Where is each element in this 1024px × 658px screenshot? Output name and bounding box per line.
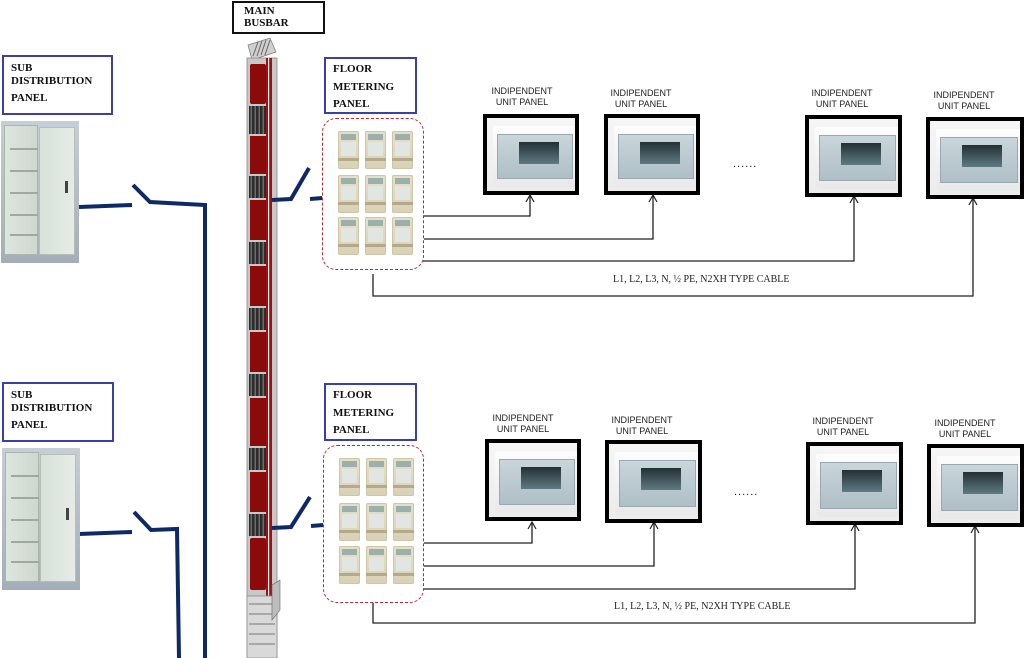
floor-2-unit-panel-2-label: INDIPENDENT UNIT PANEL (592, 415, 692, 437)
floor-2-unit-panel-4 (927, 444, 1024, 527)
floor-2-unit-panel-3 (806, 442, 903, 525)
label-line: PANEL (333, 98, 370, 111)
floor-1-cable-label: L1, L2, L3, N, ½ PE, N2XH TYPE CABLE (613, 274, 790, 285)
floor-2-unit-panel-4-label: INDIPENDENT UNIT PANEL (915, 418, 1015, 440)
energy-meter (392, 131, 413, 169)
cabinet-handle-icon (66, 508, 69, 520)
energy-meter (366, 458, 387, 496)
floor-2-sub-distribution-cabinet (2, 448, 80, 590)
floor-2-unit-panel-3-label: INDIPENDENT UNIT PANEL (793, 416, 893, 438)
energy-meter (393, 503, 414, 541)
energy-meter (339, 458, 360, 496)
energy-meter (393, 546, 414, 584)
floor-1-more-panels-ellipsis: ...... (733, 158, 758, 170)
label-line: UNIT PANEL (937, 100, 991, 111)
floor-1-unit-panel-3 (805, 115, 902, 197)
main-busbar-label-line1: MAIN (244, 5, 275, 17)
label-line: INDIPENDENT (491, 86, 553, 96)
label-line: INDIPENDENT (934, 418, 996, 428)
label-line: UNIT PANEL (615, 425, 669, 436)
floor-2-meter-group (323, 445, 424, 603)
floor-2-more-panels-ellipsis: ...... (734, 486, 759, 498)
energy-meter (366, 546, 387, 584)
energy-meter (339, 546, 360, 584)
floor-2-unit-panel-1-label: INDIPENDENT UNIT PANEL (473, 413, 573, 435)
label-line: SUB (11, 389, 33, 401)
energy-meter (338, 217, 359, 255)
floor-1-unit-panel-3-label: INDIPENDENT UNIT PANEL (792, 88, 892, 110)
label-line: DISTRIBUTION (11, 401, 93, 414)
label-line: INDIPENDENT (492, 413, 554, 423)
floor-1-arrow-heads (525, 193, 978, 206)
label-line: UNIT PANEL (495, 96, 549, 107)
label-line: PANEL (333, 424, 370, 437)
energy-meter (338, 175, 359, 213)
cabinet-handle-icon (65, 181, 68, 193)
label-line: FLOOR (333, 389, 373, 401)
label-line: INDIPENDENT (811, 88, 873, 98)
cabinet-door (39, 127, 75, 255)
busbar-bottom-end (246, 579, 281, 658)
energy-meter (339, 503, 360, 541)
floor-1-unit-panel-2 (604, 114, 700, 195)
floor-2-cable-label: L1, L2, L3, N, ½ PE, N2XH TYPE CABLE (614, 601, 791, 612)
floor-1-distribution-lines (372, 196, 974, 297)
floor-2-unit-panel-1 (485, 439, 581, 521)
main-busbar-label: MAIN BUSBAR (232, 1, 325, 34)
main-busbar-label-line2: BUSBAR (244, 17, 289, 30)
floor-1-metering-panel-label: FLOOR METERING PANEL (324, 57, 417, 114)
cabinet-body (5, 452, 39, 582)
floor-1-sub-distribution-cabinet (1, 121, 79, 263)
floor-1-unit-panel-1-label: INDIPENDENT UNIT PANEL (472, 86, 572, 108)
floor-2-sub-distribution-panel-label: SUB DISTRIBUTION PANEL (2, 382, 114, 442)
energy-meter (365, 175, 386, 213)
label-line: INDIPENDENT (611, 415, 673, 425)
busbar-segments (249, 64, 266, 590)
energy-meter (393, 458, 414, 496)
energy-meter (366, 503, 387, 541)
floor-2-metering-panel-label: FLOOR METERING PANEL (324, 383, 417, 441)
label-line: UNIT PANEL (614, 98, 668, 109)
floor-1-feeder-cable (78, 183, 207, 658)
label-line: METERING (333, 406, 395, 419)
floor-2-distribution-lines (372, 523, 976, 624)
label-line: PANEL (11, 419, 48, 432)
label-line: UNIT PANEL (938, 428, 992, 439)
energy-meter (365, 217, 386, 255)
label-line: METERING (333, 80, 395, 93)
floor-1-meter-group (322, 118, 424, 270)
label-line: UNIT PANEL (816, 426, 870, 437)
label-line: SUB (11, 62, 33, 74)
floor-1-unit-panel-4-label: INDIPENDENT UNIT PANEL (914, 90, 1014, 112)
main-busbar (246, 37, 281, 658)
energy-meter (392, 217, 413, 255)
floor-1-unit-panel-4 (926, 117, 1024, 199)
energy-meter (338, 131, 359, 169)
label-line: INDIPENDENT (610, 88, 672, 98)
cabinet-body (4, 125, 38, 255)
label-line: INDIPENDENT (812, 416, 874, 426)
busbar-top-comb (247, 37, 277, 61)
floor-1-sub-distribution-panel-label: SUB DISTRIBUTION PANEL (2, 55, 113, 115)
label-line: DISTRIBUTION (11, 74, 93, 87)
floor-2-unit-panel-2 (605, 440, 702, 523)
floor-2-arrow-heads (527, 520, 980, 534)
floor-2-feeder-cable (78, 510, 181, 658)
energy-meter (392, 175, 413, 213)
label-line: INDIPENDENT (933, 90, 995, 100)
energy-meter (365, 131, 386, 169)
label-line: UNIT PANEL (496, 423, 550, 434)
cabinet-door (40, 454, 76, 582)
label-line: FLOOR (333, 63, 373, 75)
label-line: UNIT PANEL (815, 98, 869, 109)
label-line: PANEL (11, 92, 48, 105)
floor-1-unit-panel-2-label: INDIPENDENT UNIT PANEL (591, 88, 691, 110)
floor-1-unit-panel-1 (483, 114, 579, 195)
